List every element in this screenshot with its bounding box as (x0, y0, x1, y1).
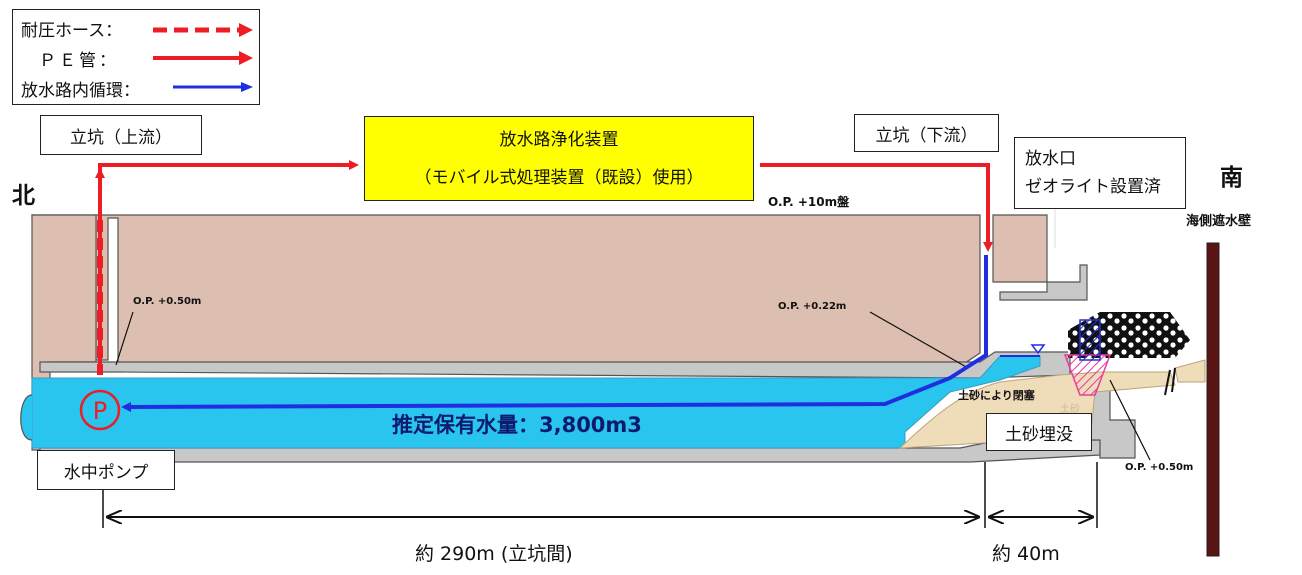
blocked-label: 土砂により閉塞 (958, 388, 1036, 402)
purifier-box: 放水路浄化装置 （モバイル式処理装置（既設）使用） (364, 116, 754, 201)
buried-label: 土砂埋没 (1005, 424, 1073, 445)
seawall-bar (1206, 242, 1220, 557)
legend-pe-label: ＰＥ管： (39, 51, 119, 71)
op-left-label: O.P. +0.50m (133, 296, 201, 307)
downstream-block (992, 214, 1048, 283)
shaft-upstream-label: 立坑（上流） (70, 127, 172, 148)
pump-label: 水中ポンプ (63, 462, 149, 483)
pipe-end-left (20, 394, 33, 441)
seawall-label: 海側遮水壁 (1186, 213, 1251, 229)
outlet-line2: ゼオライト設置済 (1025, 177, 1161, 197)
outlet-gate (1079, 319, 1101, 361)
volume-label: 推定保有水量：3,800m3 (392, 413, 642, 437)
shaft-upstream-box: 立坑（上流） (40, 115, 202, 155)
water-body (31, 355, 1041, 449)
water-level-icon (1030, 344, 1046, 355)
sand-faint-label: 土砂 (1060, 402, 1080, 415)
stair-structure (999, 264, 1088, 301)
purifier-line2: （モバイル式処理装置（既設）使用） (414, 167, 704, 188)
rocks-right (1110, 312, 1190, 358)
outlet-line1: 放水口 (1025, 149, 1076, 169)
outlet-structure (1089, 376, 1136, 459)
dim-outlet-label: 約 40m (992, 543, 1060, 565)
seaside-sand (1174, 359, 1206, 383)
shaft-downstream-label: 立坑（下流） (875, 125, 978, 146)
legend-circulation-label: 放水路内循環： (21, 81, 140, 101)
purifier-line1: 放水路浄化装置 (499, 129, 619, 150)
legend-swatches (153, 23, 253, 92)
buried-box: 土砂埋没 (986, 413, 1092, 451)
op-right-label: O.P. +0.50m (1125, 462, 1193, 473)
circulation-line (121, 255, 988, 412)
op-mid-label: O.P. +0.22m (778, 301, 846, 312)
north-label: 北 (12, 183, 35, 209)
pump-box: 水中ポンプ (37, 450, 175, 490)
south-label: 南 (1220, 165, 1243, 191)
earth-block (31, 214, 981, 366)
shaft-downstream-box: 立坑（下流） (854, 114, 999, 152)
pump-symbol (79, 389, 121, 431)
pump-letter: P (93, 397, 107, 425)
dim-main-label: 約 290m (立坑間) (415, 543, 573, 565)
legend-box: 耐圧ホース： ＰＥ管： 放水路内循環： (12, 9, 260, 105)
pe-pipe-line-2 (760, 163, 993, 252)
ground-level-label: O.P. +10m盤 (768, 194, 850, 209)
outlet-box: 放水口 ゼオライト設置済 (1014, 137, 1186, 209)
legend-hose-label: 耐圧ホース： (21, 21, 123, 41)
